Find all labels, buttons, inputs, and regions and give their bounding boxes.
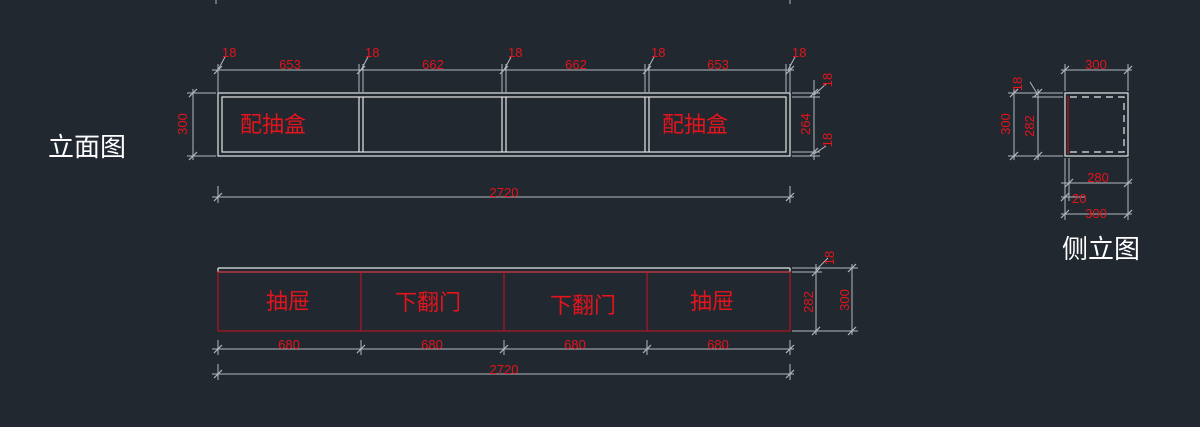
side-width-300: 300 bbox=[1085, 57, 1107, 72]
upper-dim-653-a: 653 bbox=[279, 57, 301, 72]
upper-dim-18-c: 18 bbox=[508, 45, 522, 60]
side-left-tick-1 bbox=[1009, 88, 1019, 98]
lower-height-300: 300 bbox=[837, 289, 852, 311]
upper-right-drawer-label: 配抽盒 bbox=[662, 113, 728, 138]
upper-left-tick-bottom bbox=[188, 151, 198, 161]
side-left-tick-2 bbox=[1009, 151, 1019, 161]
side-inner-height-282: 282 bbox=[1022, 115, 1037, 137]
upper-top-leader-5 bbox=[787, 56, 796, 71]
lower-width-tick-1 bbox=[213, 344, 223, 354]
upper-total-tick-left bbox=[213, 192, 223, 202]
front-view-label: 立面图 bbox=[48, 133, 126, 163]
upper-dim-662-b: 662 bbox=[565, 57, 587, 72]
side-view-cabinet bbox=[1064, 92, 1129, 157]
upper-dim-18-a: 18 bbox=[222, 45, 236, 60]
lower-right-tick-4 bbox=[847, 326, 857, 336]
lower-width-2: 680 bbox=[421, 337, 443, 352]
lower-door-1-label: 抽屉 bbox=[266, 290, 310, 315]
side-height-dimensions: 300 282 18 bbox=[998, 77, 1063, 161]
side-left-tick-4 bbox=[1033, 151, 1043, 161]
lower-top-board-18: 18 bbox=[822, 251, 837, 265]
lower-total-dimension: 2720 bbox=[212, 362, 795, 380]
upper-bottom-board-18: 18 bbox=[820, 133, 835, 147]
upper-cabinet-inner bbox=[221, 96, 787, 153]
lower-right-leader bbox=[815, 257, 829, 271]
upper-dim-18-b: 18 bbox=[365, 45, 379, 60]
upper-top-board-18: 18 bbox=[820, 73, 835, 87]
side-depth-300: 300 bbox=[1085, 206, 1107, 221]
upper-top-leader-2 bbox=[360, 56, 369, 71]
side-left-leader bbox=[1029, 81, 1039, 96]
lower-width-tick-4 bbox=[642, 344, 652, 354]
upper-top-leader-1 bbox=[217, 56, 226, 71]
side-left-tick-3 bbox=[1033, 88, 1043, 98]
side-top-tick-left bbox=[1060, 65, 1070, 75]
side-top-board-18: 18 bbox=[1010, 77, 1025, 91]
upper-height-dimension: 300 bbox=[175, 88, 216, 161]
upper-total-2720: 2720 bbox=[490, 185, 519, 200]
upper-height-300: 300 bbox=[175, 113, 190, 135]
side-inner-depth-280: 280 bbox=[1087, 170, 1109, 185]
upper-right-leader-top bbox=[813, 83, 827, 96]
lower-total-tick-right bbox=[785, 369, 795, 379]
lower-right-tick-3 bbox=[847, 263, 857, 273]
upper-cabinet: 配抽盒 配抽盒 bbox=[217, 92, 791, 157]
lower-height-dimensions: 18 282 300 bbox=[792, 251, 858, 336]
lower-width-4: 680 bbox=[707, 337, 729, 352]
side-height-300: 300 bbox=[998, 113, 1013, 135]
upper-right-tick-2 bbox=[809, 147, 819, 157]
upper-left-drawer-label: 配抽盒 bbox=[240, 113, 306, 138]
lower-width-3: 680 bbox=[564, 337, 586, 352]
upper-right-leader-bottom bbox=[813, 145, 827, 155]
lower-cabinet: 抽屉 下翻门 下翻门 抽屉 bbox=[217, 267, 791, 332]
side-bottom-tick-2 bbox=[1123, 178, 1133, 188]
upper-total-tick-right bbox=[785, 192, 795, 202]
upper-left-tick-top bbox=[188, 88, 198, 98]
side-cabinet-inner-dashed bbox=[1070, 96, 1125, 153]
side-bottom-tick-3 bbox=[1060, 192, 1070, 202]
lower-right-tick-2 bbox=[811, 326, 821, 336]
lower-width-dimension-chain: 680 680 680 680 bbox=[212, 337, 795, 355]
lower-width-1: 680 bbox=[278, 337, 300, 352]
upper-top-leader-3 bbox=[503, 56, 512, 71]
lower-door-2-label: 下翻门 bbox=[395, 291, 461, 316]
side-bottom-tick-5 bbox=[1123, 209, 1133, 219]
upper-dim-653-b: 653 bbox=[707, 57, 729, 72]
upper-dim-662-a: 662 bbox=[422, 57, 444, 72]
side-cabinet-outer bbox=[1064, 92, 1129, 157]
upper-total-dimension: 2720 bbox=[212, 185, 795, 203]
upper-top-tick-5 bbox=[785, 65, 795, 75]
lower-total-2720: 2720 bbox=[490, 362, 519, 377]
upper-right-tick-1 bbox=[809, 88, 819, 98]
lower-width-tick-3 bbox=[499, 344, 509, 354]
side-bottom-tick-1 bbox=[1064, 178, 1074, 188]
upper-top-dimension-chain: 18 653 18 662 18 662 18 653 18 bbox=[212, 45, 806, 92]
upper-dim-18-e: 18 bbox=[792, 45, 806, 60]
lower-width-tick-2 bbox=[356, 344, 366, 354]
upper-top-leader-4 bbox=[646, 56, 655, 71]
upper-cabinet-outer bbox=[217, 92, 791, 157]
side-width-dimension: 300 bbox=[1060, 57, 1133, 91]
lower-inner-height-282: 282 bbox=[801, 291, 816, 313]
side-bottom-tick-4 bbox=[1060, 209, 1070, 219]
side-view-label: 侧立图 bbox=[1062, 235, 1140, 265]
upper-inner-height-264: 264 bbox=[798, 113, 813, 135]
upper-inner-height-dimension: 264 18 18 bbox=[792, 73, 835, 160]
lower-width-tick-5 bbox=[785, 344, 795, 354]
side-back-20: 20 bbox=[1072, 191, 1086, 206]
lower-door-3-label: 下翻门 bbox=[550, 294, 616, 319]
lower-total-tick-left bbox=[213, 369, 223, 379]
lower-door-4-label: 抽屉 bbox=[690, 290, 734, 315]
lower-right-tick-1 bbox=[811, 267, 821, 277]
side-top-tick-right bbox=[1123, 65, 1133, 75]
side-depth-dimensions: 280 20 300 bbox=[1060, 158, 1133, 221]
upper-dim-18-d: 18 bbox=[651, 45, 665, 60]
